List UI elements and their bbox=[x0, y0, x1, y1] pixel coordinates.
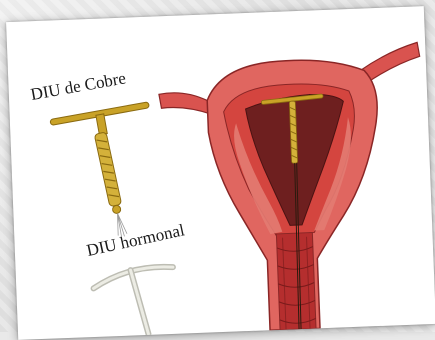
illustration-card: DIU de Cobre DIU hormonal bbox=[6, 6, 435, 340]
copper-iud-device bbox=[49, 102, 154, 241]
uterus-cross-section bbox=[157, 42, 430, 334]
hormonal-iud-device bbox=[91, 261, 185, 340]
diagram-svg bbox=[6, 6, 435, 340]
